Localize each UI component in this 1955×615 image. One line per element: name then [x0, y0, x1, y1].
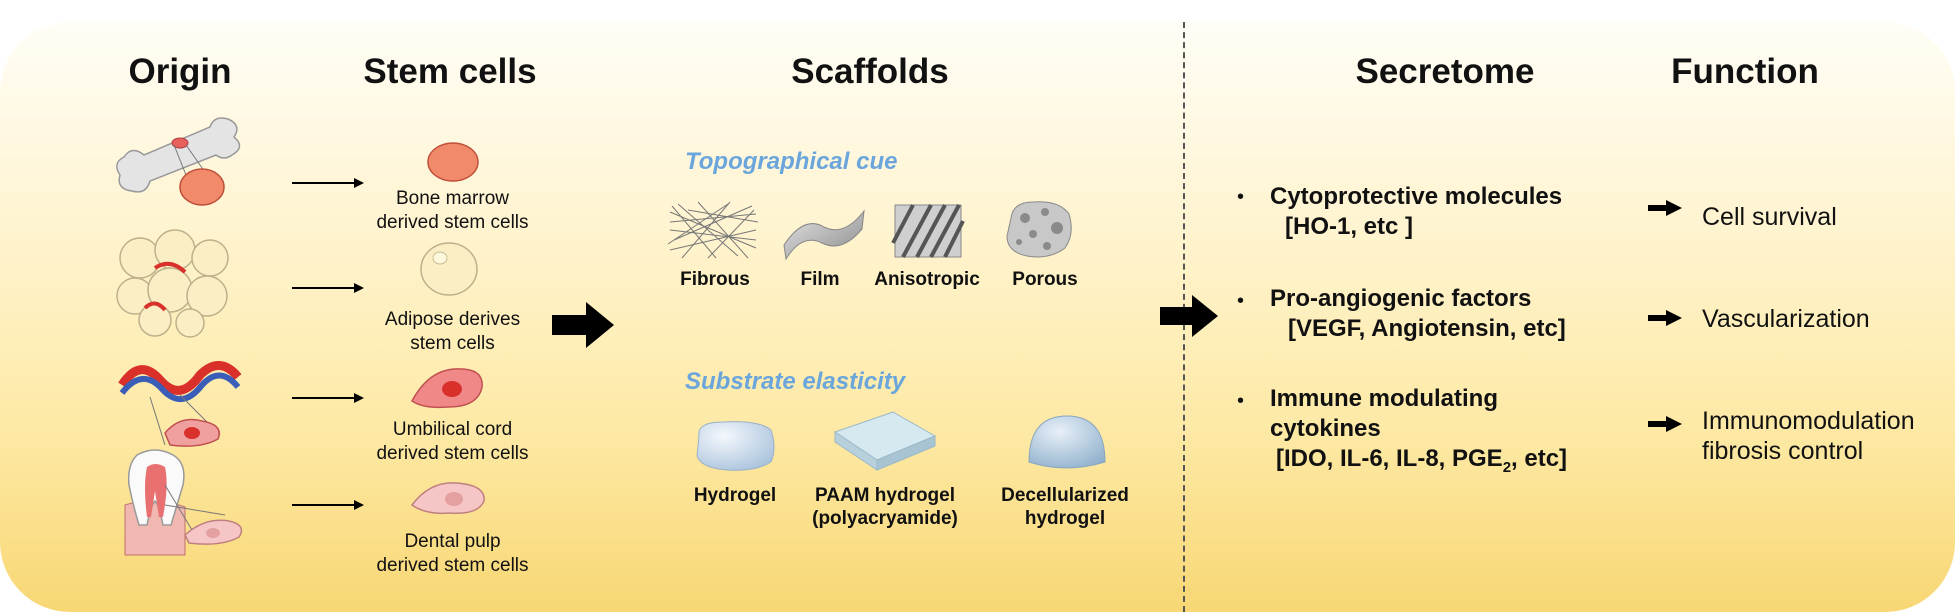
porous-label: Porous: [1012, 269, 1078, 290]
diagram-panel: [0, 22, 1955, 612]
hydrogel-icon: [696, 421, 775, 471]
fibrous-label: Fibrous: [680, 269, 750, 290]
header-origin: Origin: [128, 52, 232, 91]
function-cell-survival: Cell survival: [1702, 203, 1837, 231]
topographical-cue-title: Topographical cue: [685, 148, 898, 175]
paam-hydrogel-label: PAAM hydrogel(polyacryamide): [812, 485, 958, 529]
fibrous-scaffold-icon: [667, 201, 759, 259]
big-arrow-to-secretome: [1160, 295, 1218, 337]
adipose-origin-icon: [116, 229, 229, 338]
anisotropic-label: Anisotropic: [874, 269, 980, 290]
bone-marrow-origin-icon: [116, 117, 241, 206]
origin-arrow-2: [292, 283, 364, 293]
paam-hydrogel-icon: [833, 411, 937, 471]
film-scaffold-icon: [783, 209, 865, 261]
function-vascularization: Vascularization: [1702, 305, 1870, 333]
anisotropic-scaffold-icon: [891, 204, 965, 258]
film-label: Film: [800, 269, 840, 290]
secretome-item-cytoprotective: Cytoprotective molecules [HO-1, etc ]: [1270, 183, 1563, 240]
function-arrow-2: [1648, 310, 1682, 326]
header-scaffolds: Scaffolds: [791, 52, 949, 91]
header-secretome: Secretome: [1355, 52, 1535, 91]
secretome-item-immune: Immune modulating cytokines [IDO, IL-6, …: [1270, 385, 1568, 476]
porous-scaffold-icon: [1006, 201, 1072, 258]
dental-pulp-origin-icon: [124, 449, 243, 556]
origin-arrow-1: [292, 178, 364, 188]
origin-arrow-4: [292, 500, 364, 510]
secretome-item-pro-angiogenic: Pro-angiogenic factors [VEGF, Angiotensi…: [1270, 285, 1566, 342]
bone-marrow-cell-icon: [427, 142, 479, 182]
umbilical-cord-cell-icon: [411, 368, 483, 409]
dental-pulp-cell-icon: [410, 482, 485, 515]
secretome-bullet-2: •: [1237, 290, 1245, 312]
header-function: Function: [1671, 52, 1819, 91]
adipose-cell-icon: [420, 242, 478, 296]
decellularized-hydrogel-icon: [1028, 415, 1106, 469]
header-stem-cells: Stem cells: [363, 52, 537, 91]
function-arrow-3: [1648, 416, 1682, 432]
big-arrow-to-scaffolds: [552, 302, 614, 348]
function-arrow-1: [1648, 200, 1682, 216]
origin-arrow-3: [292, 393, 364, 403]
umbilical-cord-origin-icon: [118, 361, 242, 447]
hydrogel-label: Hydrogel: [693, 485, 777, 506]
substrate-elasticity-title: Substrate elasticity: [685, 368, 906, 395]
secretome-bullet-1: •: [1237, 186, 1245, 208]
secretome-bullet-3: •: [1237, 390, 1245, 412]
